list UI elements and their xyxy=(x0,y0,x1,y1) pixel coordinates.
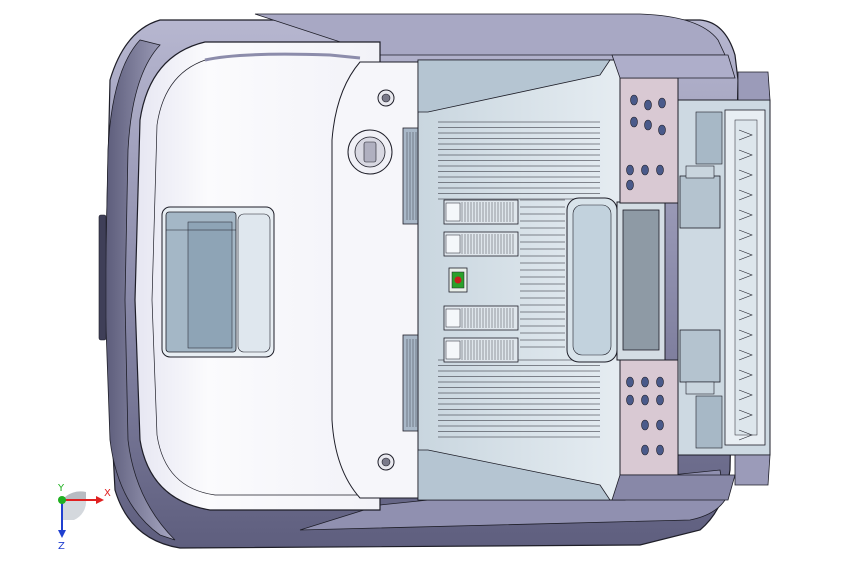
keypad-button[interactable] xyxy=(656,164,664,176)
top-cover-inner-line xyxy=(151,57,360,496)
tray-top-plate xyxy=(417,59,611,113)
keypad-button[interactable] xyxy=(641,394,649,406)
roller-hub xyxy=(445,202,461,222)
side-slot xyxy=(98,214,107,341)
roller-hub xyxy=(445,308,461,328)
keypad-button[interactable] xyxy=(630,116,638,128)
keypad-button[interactable] xyxy=(641,419,649,431)
cover-window-inner xyxy=(187,221,233,349)
keypad-button[interactable] xyxy=(626,394,634,406)
stacker-tooth xyxy=(738,189,753,201)
roller-assembly[interactable] xyxy=(443,199,519,363)
keypad-button[interactable] xyxy=(658,124,666,136)
y-axis-label: Y xyxy=(57,483,65,494)
stacker-tooth xyxy=(738,309,753,321)
stacker-wheel-bottom[interactable] xyxy=(679,329,721,383)
roller-hub xyxy=(445,340,461,360)
stacker-tooth xyxy=(738,269,753,281)
stacker-tooth xyxy=(738,349,753,361)
housing-cap-bottom-right xyxy=(611,474,736,501)
stacker-tooth xyxy=(738,129,753,141)
keypad-button[interactable] xyxy=(641,376,649,388)
stacker-tooth xyxy=(738,429,753,441)
keypad-button[interactable] xyxy=(630,94,638,106)
keypad-button[interactable] xyxy=(656,394,664,406)
keypad-button[interactable] xyxy=(656,419,664,431)
display-screen xyxy=(622,209,660,351)
keypad-button[interactable] xyxy=(656,444,664,456)
top-cover-ridge xyxy=(204,52,361,62)
coordinate-triad[interactable]: X Y Z xyxy=(40,482,120,552)
y-axis-dot-icon xyxy=(58,496,66,504)
stacker-wheel-top[interactable] xyxy=(679,175,721,229)
hopper-plate[interactable] xyxy=(331,61,419,499)
roller-hub xyxy=(445,234,461,254)
stacker-back xyxy=(737,71,771,101)
stacker-teeth xyxy=(738,129,753,441)
tray-ribs xyxy=(438,121,600,438)
keypad-button[interactable] xyxy=(641,164,649,176)
stacker-tooth xyxy=(738,369,753,381)
stacker-tooth xyxy=(738,149,753,161)
stacker-tooth xyxy=(738,169,753,181)
keypad-button[interactable] xyxy=(626,376,634,388)
left-rim xyxy=(104,39,176,541)
stacker-tooth xyxy=(738,389,753,401)
stacker-tooth xyxy=(738,249,753,261)
x-axis-label: X xyxy=(104,488,111,499)
stacker-tooth xyxy=(738,289,753,301)
keypad-button[interactable] xyxy=(626,164,634,176)
keypad-button[interactable] xyxy=(656,376,664,388)
tray-bottom-plate xyxy=(417,449,611,501)
z-axis-label: Z xyxy=(58,541,65,552)
screw-icon xyxy=(377,453,395,471)
keypad-button[interactable] xyxy=(644,119,652,131)
keypad-button[interactable] xyxy=(626,179,634,191)
adjust-knob-icon[interactable] xyxy=(347,129,393,175)
stacker-tooth xyxy=(738,409,753,421)
stacker-tooth xyxy=(738,329,753,341)
stacker-tooth xyxy=(738,209,753,221)
stacker-tooth xyxy=(738,229,753,241)
housing-cap-top-right xyxy=(611,54,736,79)
keypad-button[interactable] xyxy=(658,97,666,109)
keypad-buttons[interactable] xyxy=(626,94,666,456)
keypad-button[interactable] xyxy=(641,444,649,456)
screw-icon xyxy=(377,89,395,107)
keypad-button[interactable] xyxy=(644,99,652,111)
